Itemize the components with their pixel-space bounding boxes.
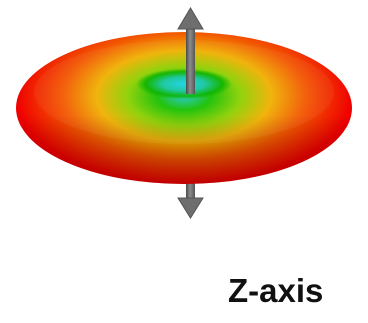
torus-hole bbox=[136, 68, 232, 100]
axis-arrow-top bbox=[177, 7, 204, 94]
axis-caption: Z-axis bbox=[228, 272, 324, 309]
torus-radiation-pattern bbox=[16, 32, 352, 184]
